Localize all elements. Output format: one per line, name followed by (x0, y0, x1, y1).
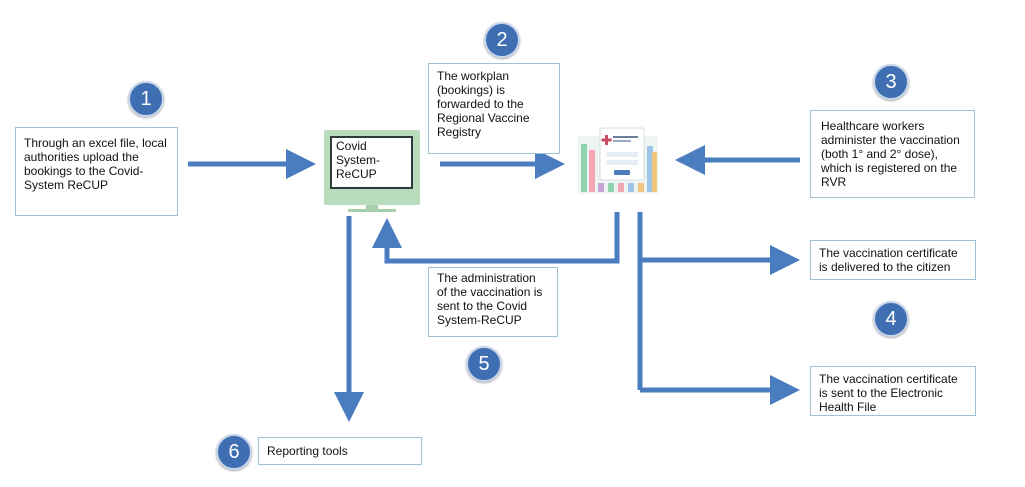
step-4-badge: 4 (873, 301, 909, 337)
computer-monitor-icon (324, 130, 420, 212)
step-1-badge: 1 (128, 81, 164, 117)
step-5-badge: 5 (466, 346, 502, 382)
step-3-badge: 3 (873, 64, 909, 100)
step-2-badge: 2 (484, 22, 520, 58)
arrow-registry-back-to-recup (372, 212, 620, 264)
step-3-box: Healthcare workers administer the vaccin… (810, 110, 975, 198)
step-4-certificate-health-file-box: The vaccination certificate is sent to t… (810, 366, 976, 416)
recup-system-label: Covid System-ReCUP (336, 139, 381, 181)
step-5-box: The administration of the vaccination is… (428, 267, 558, 337)
step-1-box: Through an excel file, local authorities… (15, 127, 178, 216)
vaccine-registry-app-icon (578, 127, 658, 194)
step-6-box: Reporting tools (258, 437, 422, 465)
step-4-certificate-citizen-box: The vaccination certificate is delivered… (810, 240, 976, 280)
step-2-box: The workplan (bookings) is forwarded to … (428, 63, 560, 154)
step-6-badge: 6 (216, 434, 252, 470)
